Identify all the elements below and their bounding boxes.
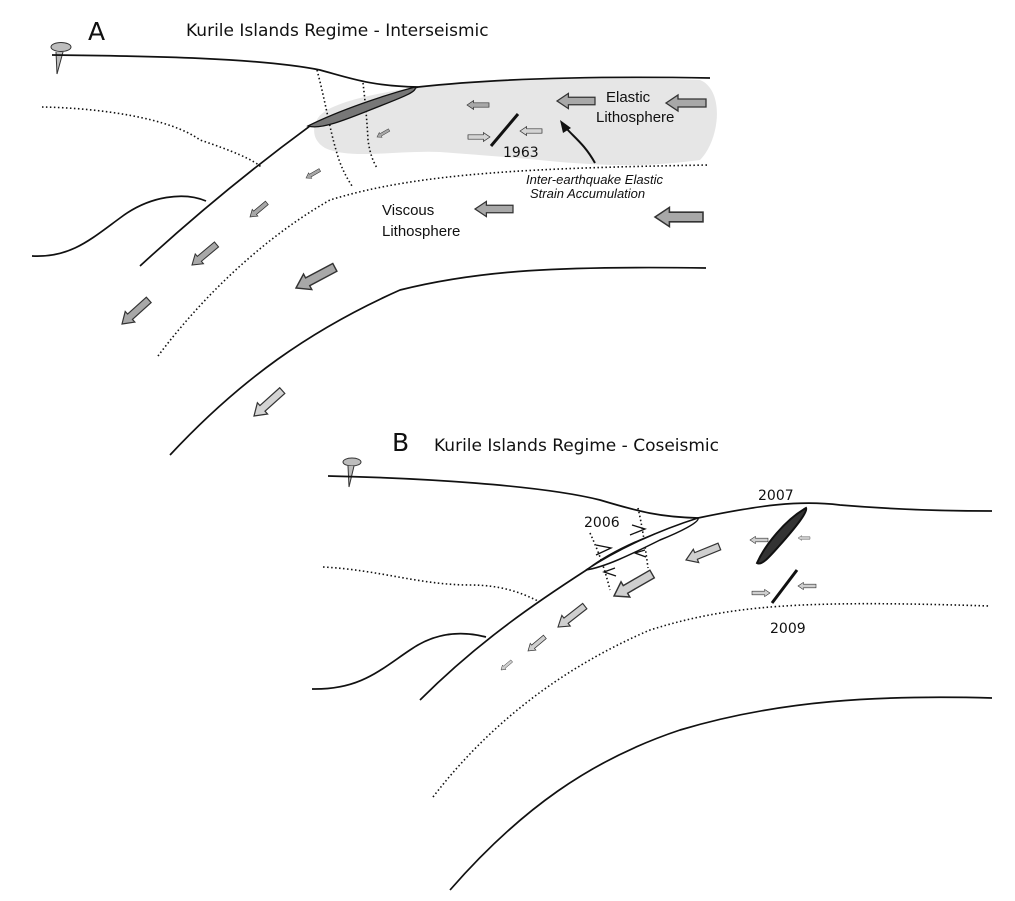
rupture-2009: [770, 569, 799, 604]
arrow-icon: [116, 293, 155, 330]
rupture-limit-right: [362, 82, 378, 169]
forearc-basin: [311, 632, 487, 690]
elastic-lithosphere-label: Lithosphere: [596, 109, 674, 126]
viscous-lithosphere-label: Lithosphere: [382, 223, 460, 240]
surface-line: [51, 54, 711, 88]
elastic-viscous-boundary: [432, 602, 991, 798]
arrow-icon: [474, 200, 514, 218]
arrow-icon: [291, 258, 340, 297]
arrow-icon: [498, 658, 514, 673]
moho-line: [322, 566, 539, 602]
locked-fault-patch: [306, 86, 416, 128]
arrow-icon: [608, 565, 658, 605]
arrow-icon: [187, 239, 222, 271]
strain-annotation-line1: Inter-earthquake Elastic: [526, 172, 664, 187]
arrow-icon: [797, 582, 817, 590]
arrow-icon: [682, 539, 723, 568]
forearc-basin: [31, 195, 207, 257]
arrow-icon: [248, 384, 288, 423]
year-2007-label: 2007: [758, 488, 794, 504]
panel-a-title: Kurile Islands Regime - Interseismic: [186, 21, 489, 41]
surface-line: [327, 475, 993, 519]
year-2009-label: 2009: [770, 621, 806, 637]
volcano-icon: [50, 42, 72, 75]
rupture-limit-left: [316, 69, 353, 187]
year-2006-label: 2006: [584, 515, 620, 531]
annotation-arrowhead-icon: [560, 120, 571, 133]
arrow-icon: [524, 633, 549, 655]
viscous-label: Viscous: [382, 202, 434, 219]
arrow-icon: [654, 206, 704, 228]
panel-b-letter: B: [392, 428, 409, 457]
rupture-2007-patch: [755, 506, 808, 565]
slab-bottom: [449, 696, 993, 891]
arrow-icon: [749, 536, 769, 544]
year-1963-label: 1963: [503, 145, 539, 161]
panel-a: A Kurile Islands Regime - Interseismic 1…: [31, 17, 717, 456]
slab-bottom: [169, 266, 707, 456]
slab-top: [419, 517, 699, 701]
arrow-icon: [797, 535, 811, 541]
rupture-2006-patch: [585, 517, 699, 571]
strain-annotation-line2: Strain Accumulation: [530, 186, 645, 201]
rupture-limit-right: [637, 507, 649, 569]
rupture-1963: [489, 113, 520, 147]
arrow-icon: [751, 589, 771, 597]
volcano-icon: [342, 457, 362, 488]
panel-b: B Kurile Islands Regime - Coseismic 2006…: [311, 428, 993, 891]
annotation-arrow: [565, 127, 596, 164]
moho-line: [41, 106, 263, 169]
arrow-icon: [304, 166, 322, 182]
panel-b-title: Kurile Islands Regime - Coseismic: [434, 436, 719, 456]
elastic-lithosphere-zone: [314, 78, 717, 166]
slip-sense-icon: [595, 524, 647, 577]
elastic-viscous-boundary: [157, 164, 709, 357]
panel-a-letter: A: [88, 17, 105, 46]
elastic-label: Elastic: [606, 89, 651, 106]
arrow-icon: [246, 199, 271, 221]
arrow-icon: [553, 600, 590, 633]
